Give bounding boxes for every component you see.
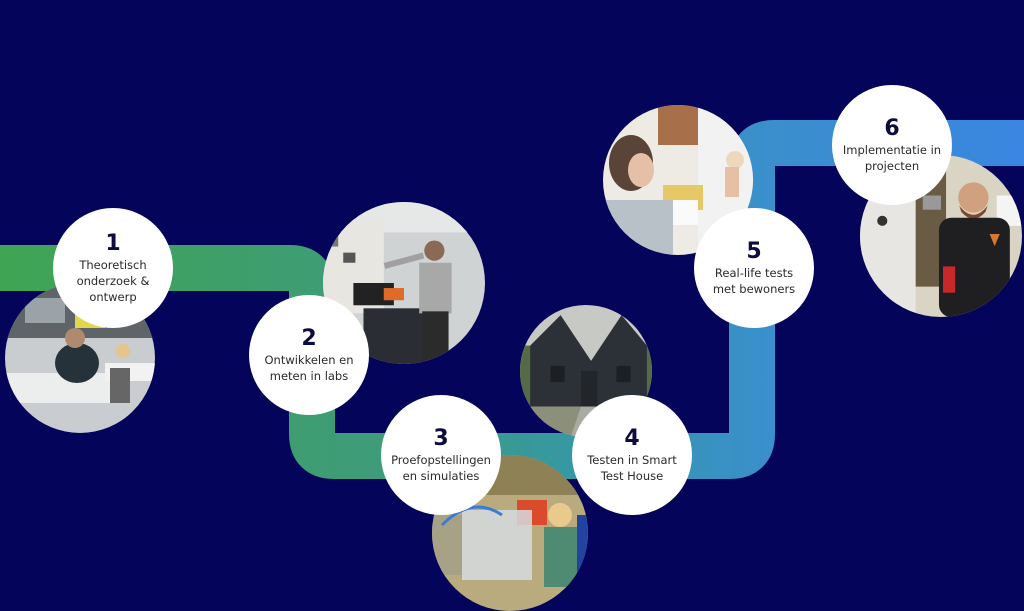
- step-2-text: Ontwikkelen en meten in labs: [264, 353, 354, 383]
- step-2-number: 2: [301, 326, 317, 351]
- step-1-number: 1: [105, 231, 121, 256]
- step-1-label: 1 Theoretisch onderzoek & ontwerp: [53, 208, 173, 328]
- step-5-text: Real-life tests met bewoners: [712, 266, 796, 296]
- step-6-label: 6 Implementatie in projecten: [832, 85, 952, 205]
- process-diagram: 1 Theoretisch onderzoek & ontwerp 2 Ontw…: [0, 85, 1024, 611]
- step-4-label: 4 Testen in Smart Test House: [572, 395, 692, 515]
- process-path: [0, 120, 1024, 479]
- step-3-text: Proefopstellingen en simulaties: [391, 453, 491, 483]
- step-3-label: 3 Proefopstellingen en simulaties: [381, 395, 501, 515]
- step-1-text: Theoretisch onderzoek & ontwerp: [76, 258, 150, 304]
- step-2-label: 2 Ontwikkelen en meten in labs: [249, 295, 369, 415]
- step-4-text: Testen in Smart Test House: [587, 453, 677, 483]
- step-6-text: Implementatie in projecten: [842, 143, 942, 173]
- step-4-number: 4: [624, 426, 640, 451]
- step-3-number: 3: [433, 426, 449, 451]
- step-6-number: 6: [884, 116, 900, 141]
- step-5-number: 5: [746, 239, 762, 264]
- step-5-label: 5 Real-life tests met bewoners: [694, 208, 814, 328]
